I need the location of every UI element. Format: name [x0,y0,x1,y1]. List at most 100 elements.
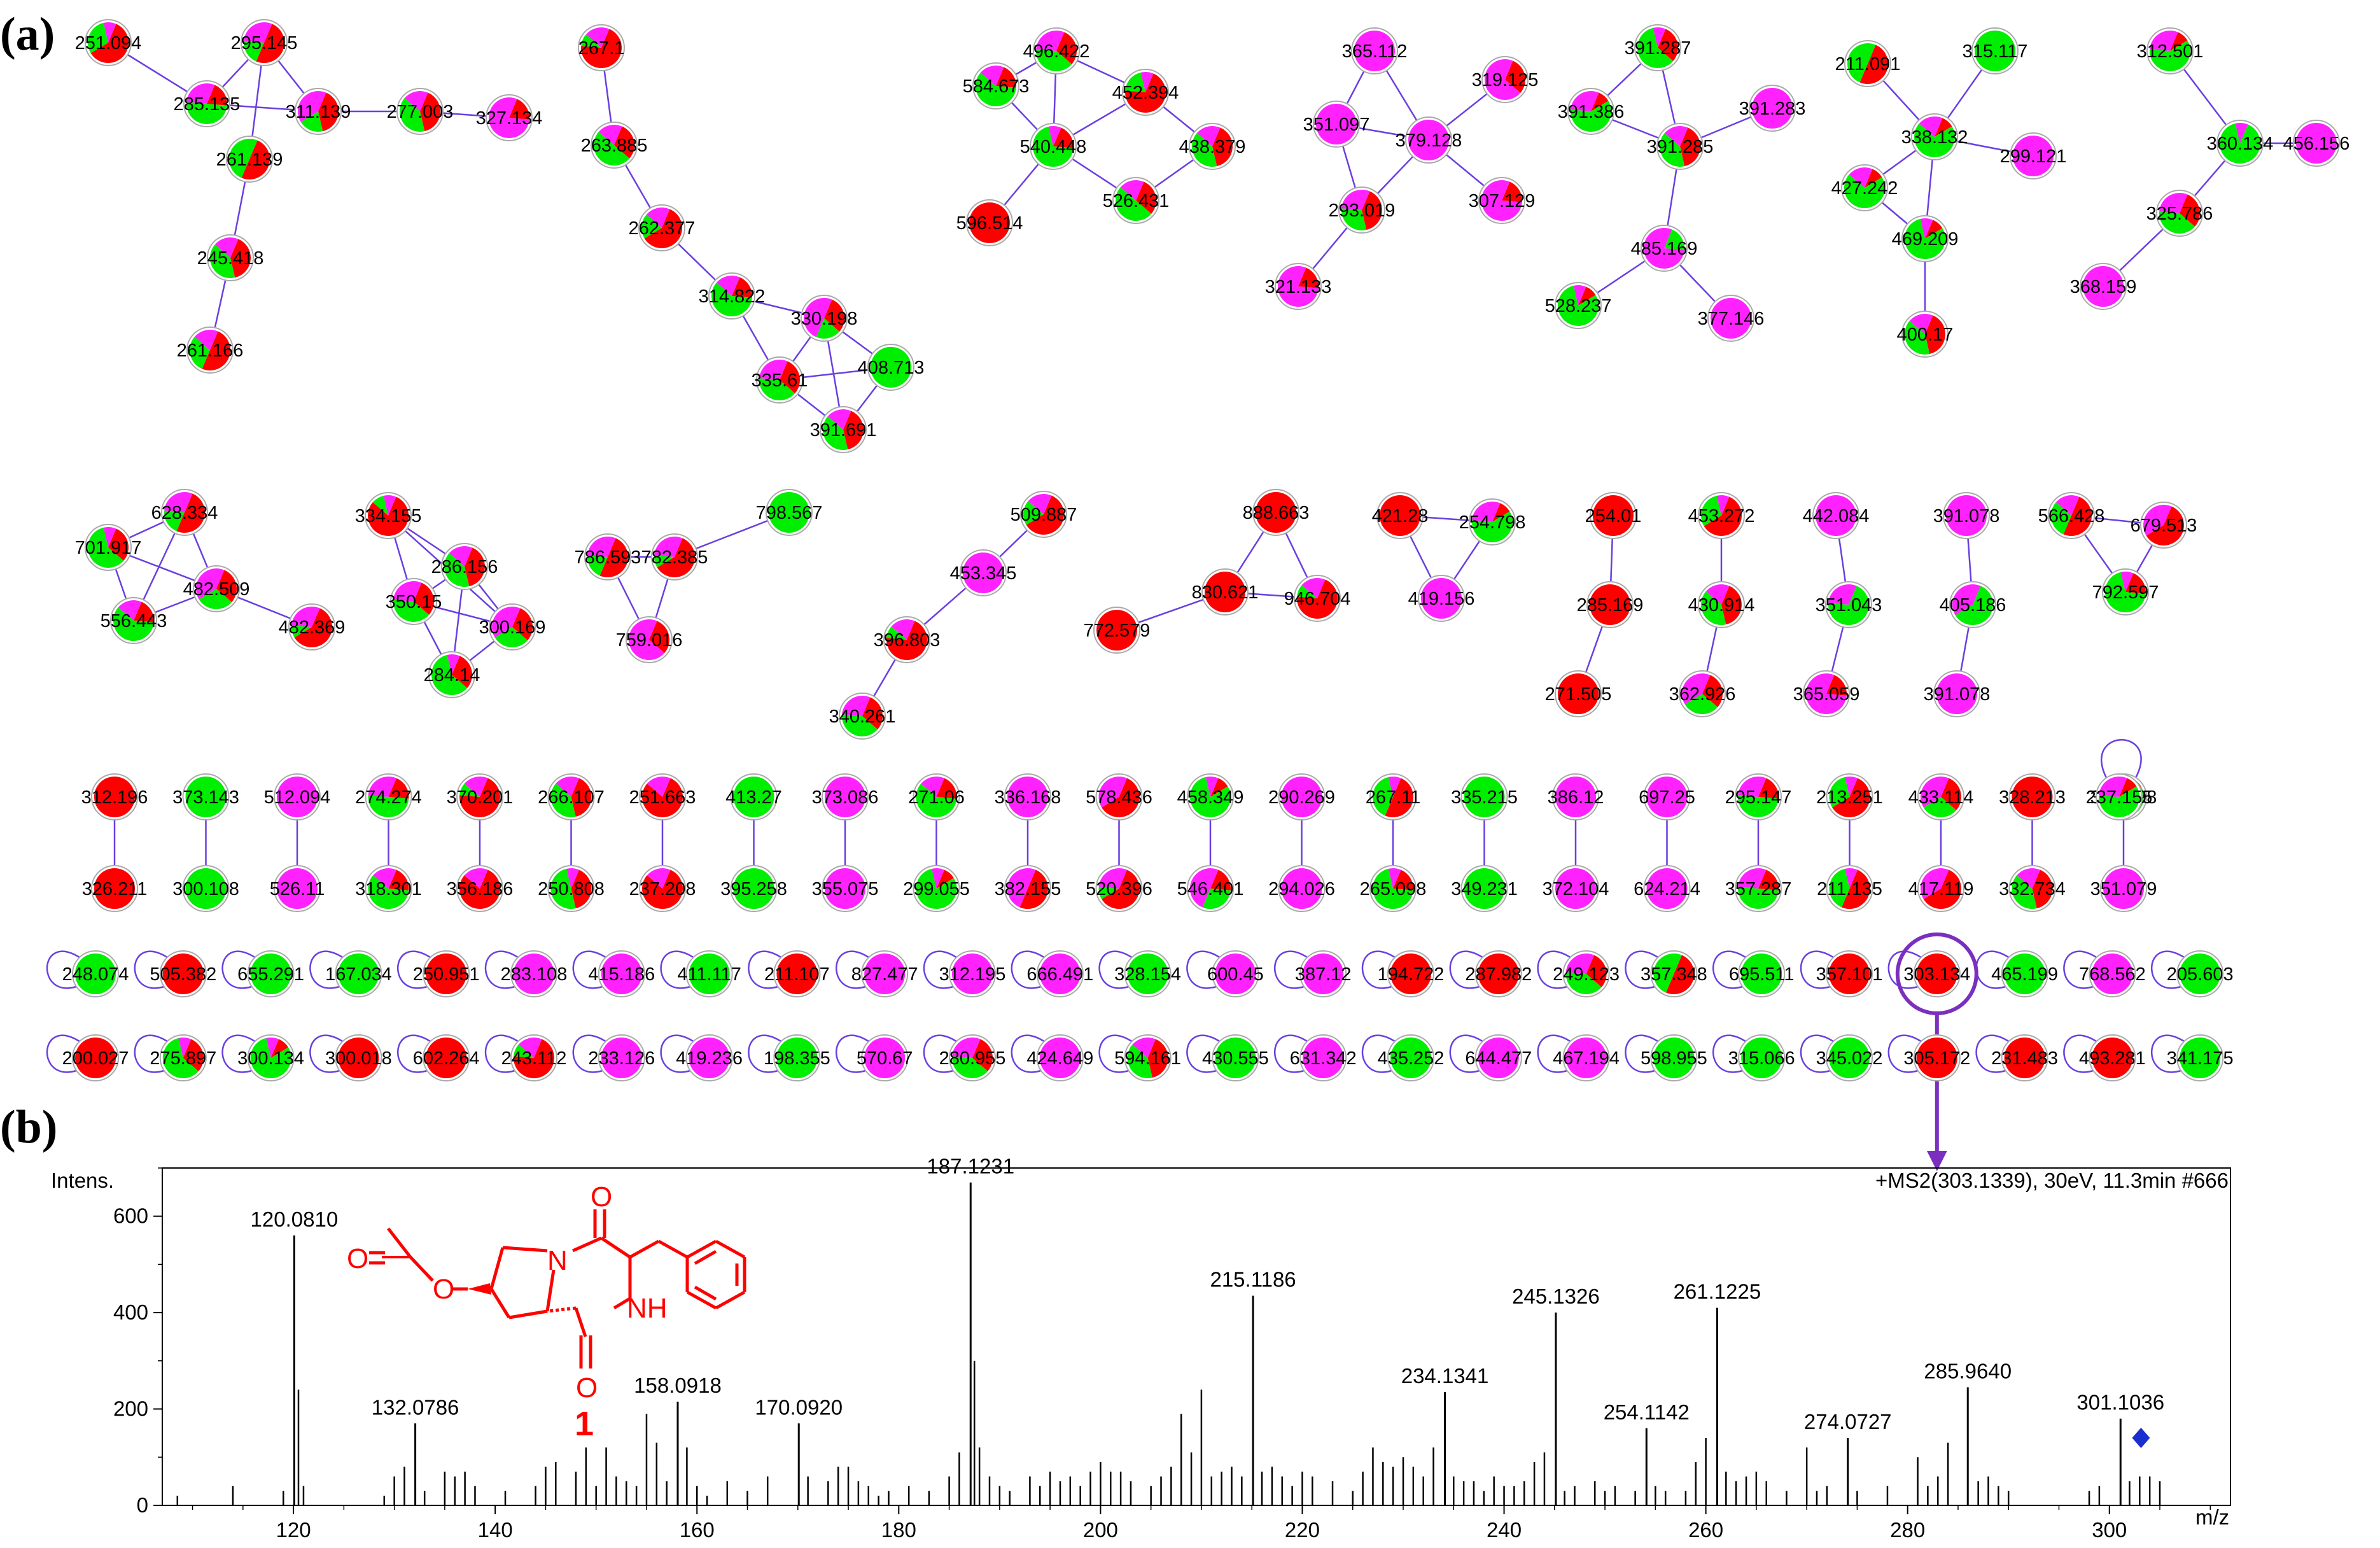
self-loop-edge [1011,950,1047,989]
network-node-label: 311.139 [286,102,351,122]
self-loop-edge [2150,1034,2187,1073]
network-node [2089,950,2136,997]
network-node-label: 386.12 [1548,787,1604,808]
network-node-label: 456.156 [2283,134,2350,154]
network-node-label: 305.172 [1903,1048,1970,1069]
network-node [591,122,638,169]
network-node [1643,865,1691,912]
network-node-label: 442.084 [1803,506,1870,526]
spectrum-peak-labels: 120.0810132.0786158.0918170.0920187.1231… [251,1155,2165,1433]
network-node [1369,773,1417,820]
network-node [1294,575,1341,622]
compound-number: 1 [575,1405,594,1443]
network-node [456,865,503,912]
network-node [1738,950,1786,997]
network-node-label: 391.283 [1739,99,1806,119]
network-node-label: 830.621 [1192,582,1259,603]
network-node [1844,40,1891,87]
self-loop-edge [221,1034,258,1073]
network-node [1679,670,1726,717]
network-node-label: 254.798 [1459,512,1526,533]
network-node [2156,190,2203,237]
network-node-label: 211.091 [1835,54,1901,74]
network-node-label: 357.348 [1641,964,1707,985]
network-node-label: 251.663 [629,787,696,808]
network-node-label: 624.214 [1634,879,1700,899]
self-loop-edge [1537,1034,1573,1073]
network-node-label: 528.237 [1545,296,1612,316]
network-node-label: 290.269 [1268,787,1335,808]
network-node [547,773,595,820]
network-node-label: 631.342 [1290,1048,1357,1069]
self-loop-edge [748,1034,784,1073]
x-tick-label: 160 [680,1518,715,1542]
x-tick-label: 180 [881,1518,916,1542]
network-node [274,773,321,820]
network-node [1911,113,1958,160]
network-node-label: 373.143 [172,787,239,808]
network-node [1036,950,1084,997]
self-loop-edge [1887,1034,1924,1073]
network-node [820,406,867,453]
network-node-label: 655.291 [237,964,304,985]
network-node [247,1034,295,1081]
network-node-label: 598.955 [1641,1048,1707,1069]
y-tick-label: 600 [113,1204,148,1228]
network-node [365,773,412,820]
network-node [2001,950,2048,997]
network-node [861,950,909,997]
network-node-label: 334.155 [355,506,422,526]
network-node-label: 395.258 [720,879,787,899]
network-node-label: 526.431 [1103,191,1170,211]
network-node-label: 285.169 [1577,595,1644,616]
self-loop-edge [484,950,521,989]
network-node [2216,120,2264,167]
network-node [708,272,755,320]
self-loop-edge [2101,739,2142,780]
network-node [1278,773,1326,820]
network-node-label: 433.114 [1908,787,1974,808]
x-tick-label: 280 [1890,1518,1925,1542]
network-node-label: 321.133 [1265,277,1332,297]
molecule-atom-o3: O [591,1181,612,1213]
network-node [547,865,595,912]
network-node [159,950,207,997]
network-node [1826,773,1873,820]
network-node-label: 340.261 [829,707,896,727]
network-node-label: 300.134 [237,1048,304,1069]
network-node [365,865,412,912]
network-node [510,950,557,997]
network-node [1338,186,1385,234]
network-node [1033,27,1080,74]
network-node-label: 314.822 [699,286,766,307]
network-node-label: 438.379 [1179,137,1246,157]
network-node-label: 237.208 [629,879,696,899]
network-node-label: 295.145 [231,33,298,53]
network-node [1650,950,1698,997]
network-node [1187,865,1234,912]
network-node [1351,27,1398,74]
molecule-atom-o2: O [433,1274,454,1305]
self-loop-edge [309,950,346,989]
network-node-label: 827.477 [851,964,918,985]
network-node-label: 430.555 [1202,1048,1269,1069]
network-node [1707,295,1754,342]
network-node [182,865,230,912]
network-node [1641,225,1688,272]
network-node [1278,865,1326,912]
network-node [801,295,848,342]
network-node [1469,498,1516,545]
network-node-label: 300.169 [479,617,546,638]
network-node [2010,132,2057,179]
panel-label-b: (b) [0,1101,57,1153]
network-node [2176,1034,2224,1081]
x-axis-label: m/z [2195,1505,2229,1529]
peak-label: 132.0786 [372,1395,459,1419]
network-node-label: 372.104 [1543,879,1609,899]
self-loop-edge [1273,1034,1310,1073]
network-node-label: 251.094 [75,33,142,53]
self-loop-edge [572,1034,608,1073]
network-node-label: 600.45 [1207,964,1264,985]
network-node-label: 243.112 [501,1048,567,1069]
peak-label: 254.1142 [1604,1400,1690,1424]
